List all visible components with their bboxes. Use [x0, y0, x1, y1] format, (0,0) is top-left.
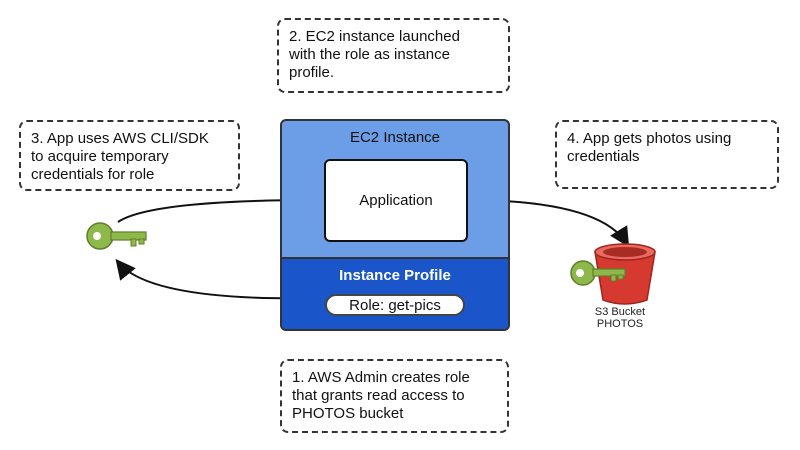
ec2-instance-title: EC2 Instance — [349, 129, 441, 146]
step-1-note: 1. AWS Admin creates role that grants re… — [280, 359, 509, 433]
ec2-instance-box: EC2 Instance Application Instance Profil… — [280, 119, 510, 331]
key-icon — [86, 222, 147, 250]
s3-bucket-label-line2: PHOTOS — [596, 318, 644, 330]
application-box: Application — [324, 159, 468, 242]
instance-profile-title: Instance Profile — [339, 267, 451, 284]
s3-bucket-label: S3 Bucket PHOTOS — [585, 306, 655, 330]
application-label: Application — [359, 192, 433, 209]
key-icon — [570, 260, 626, 286]
s3-bucket-icon — [594, 243, 656, 305]
role-label: Role: get-pics — [349, 296, 441, 314]
instance-profile-box: Instance Profile Role: get-pics — [282, 257, 508, 329]
s3-bucket-label-line1: S3 Bucket — [594, 306, 646, 318]
step-4-note: 4. App gets photos using credentials — [555, 120, 779, 189]
step-2-note: 2. EC2 instance launched with the role a… — [277, 18, 510, 93]
step-3-note: 3. App uses AWS CLI/SDK to acquire tempo… — [19, 120, 240, 191]
role-pill: Role: get-pics — [325, 294, 465, 316]
